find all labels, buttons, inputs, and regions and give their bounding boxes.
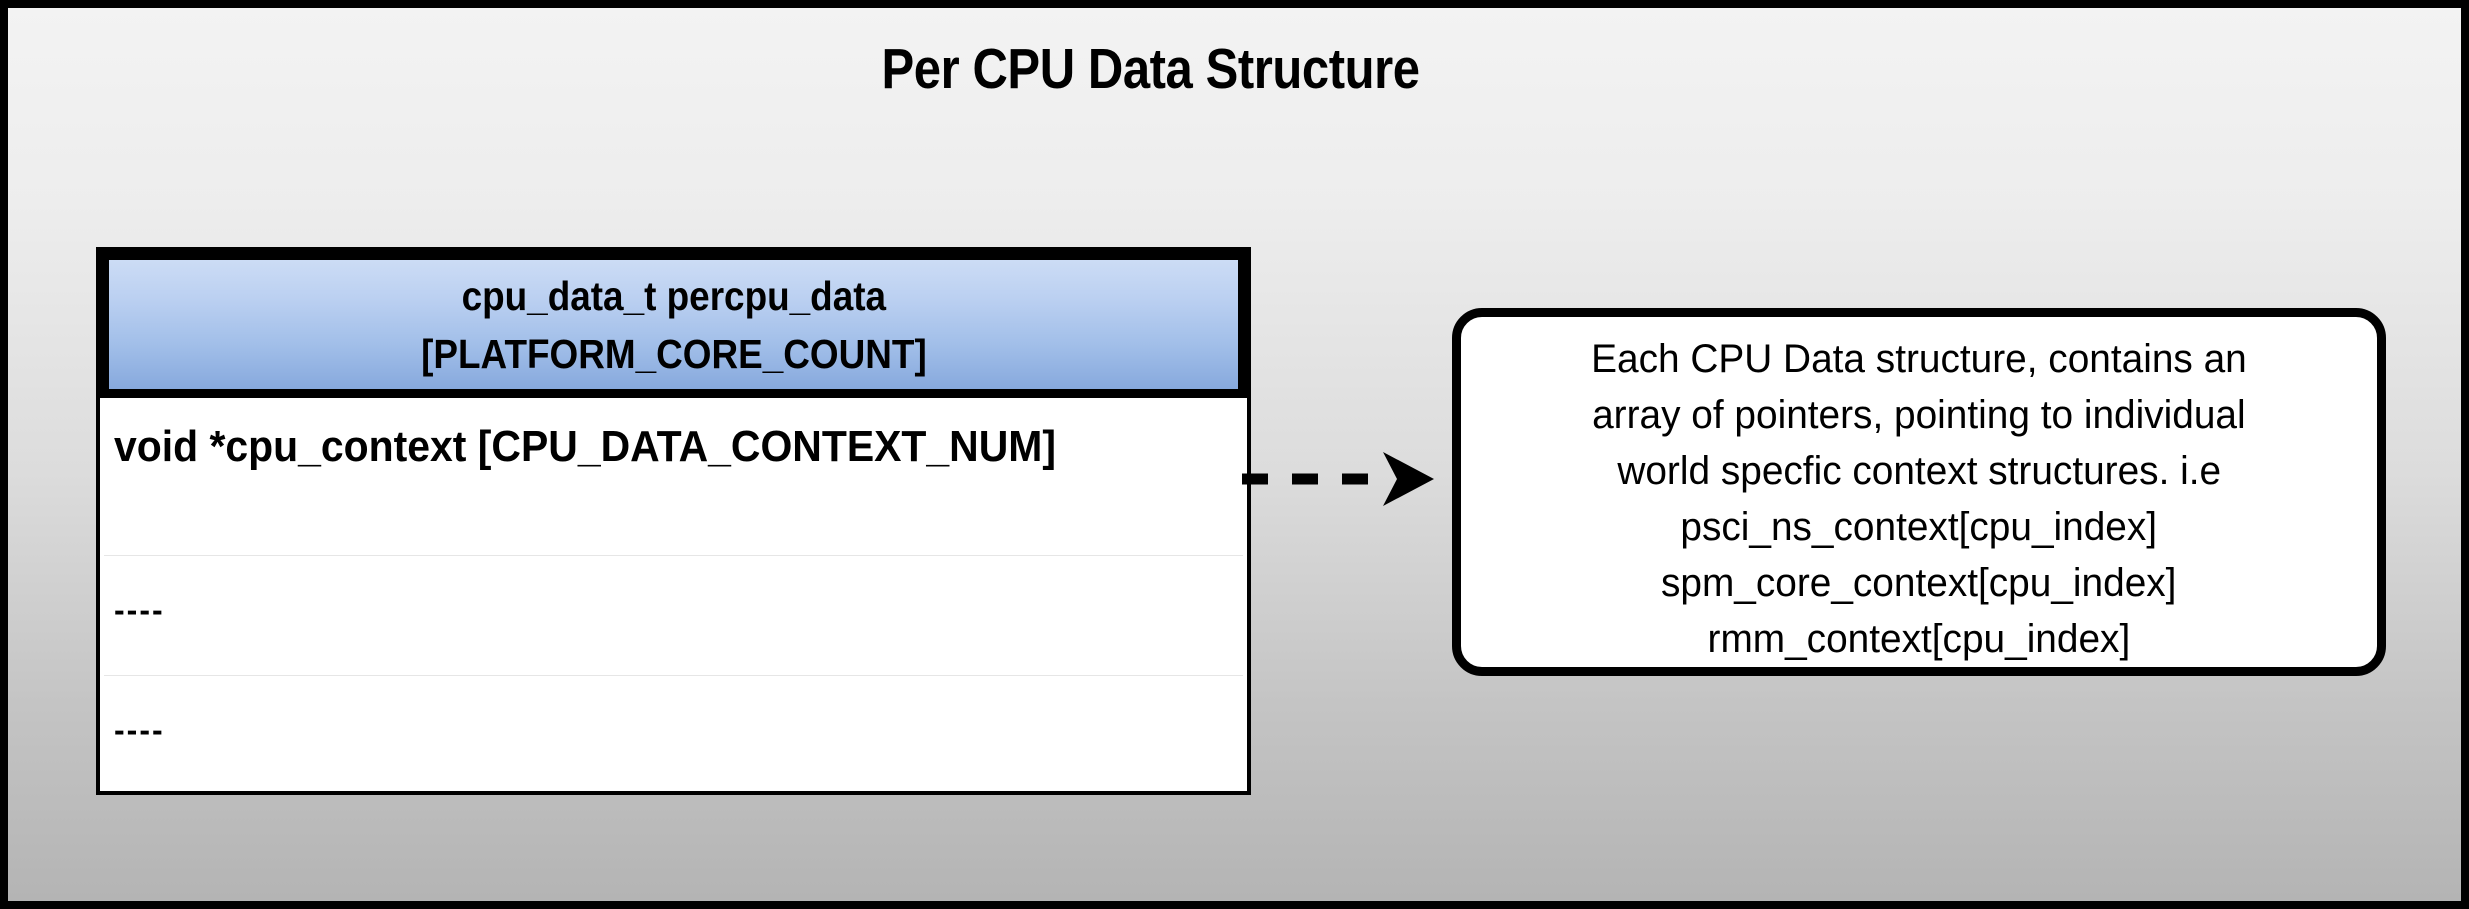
table-row: void *cpu_context [CPU_DATA_CONTEXT_NUM] bbox=[100, 398, 1247, 555]
struct-header-line-1: cpu_data_t percpu_data bbox=[461, 272, 886, 319]
dashed-arrow-connector bbox=[1242, 452, 1434, 506]
percpu-data-struct-table: cpu_data_t percpu_data [PLATFORM_CORE_CO… bbox=[96, 247, 1251, 795]
struct-table-header: cpu_data_t percpu_data [PLATFORM_CORE_CO… bbox=[100, 251, 1247, 398]
struct-field-placeholder-2: ---- bbox=[114, 712, 165, 748]
struct-field-placeholder-1: ---- bbox=[114, 592, 165, 628]
note-line: rmm_context[cpu_index] bbox=[1707, 617, 2131, 661]
table-row: ---- bbox=[100, 675, 1247, 791]
note-line: psci_ns_context[cpu_index] bbox=[1680, 505, 2158, 549]
note-line: spm_core_context[cpu_index] bbox=[1661, 561, 2177, 605]
note-line: Each CPU Data structure, contains an bbox=[1591, 337, 2247, 381]
struct-header-line-2: [PLATFORM_CORE_COUNT] bbox=[420, 330, 927, 377]
note-line: array of pointers, pointing to individua… bbox=[1592, 393, 2246, 437]
explanatory-note-box: Each CPU Data structure, contains an arr… bbox=[1452, 308, 2386, 676]
row-separator bbox=[104, 555, 1243, 556]
row-separator bbox=[104, 675, 1243, 676]
page-title: Per CPU Data Structure bbox=[881, 37, 1421, 101]
note-line: world specfic context structures. i.e bbox=[1617, 449, 2221, 493]
struct-field-cpu-context: void *cpu_context [CPU_DATA_CONTEXT_NUM] bbox=[114, 422, 1057, 471]
table-row: ---- bbox=[100, 555, 1247, 675]
